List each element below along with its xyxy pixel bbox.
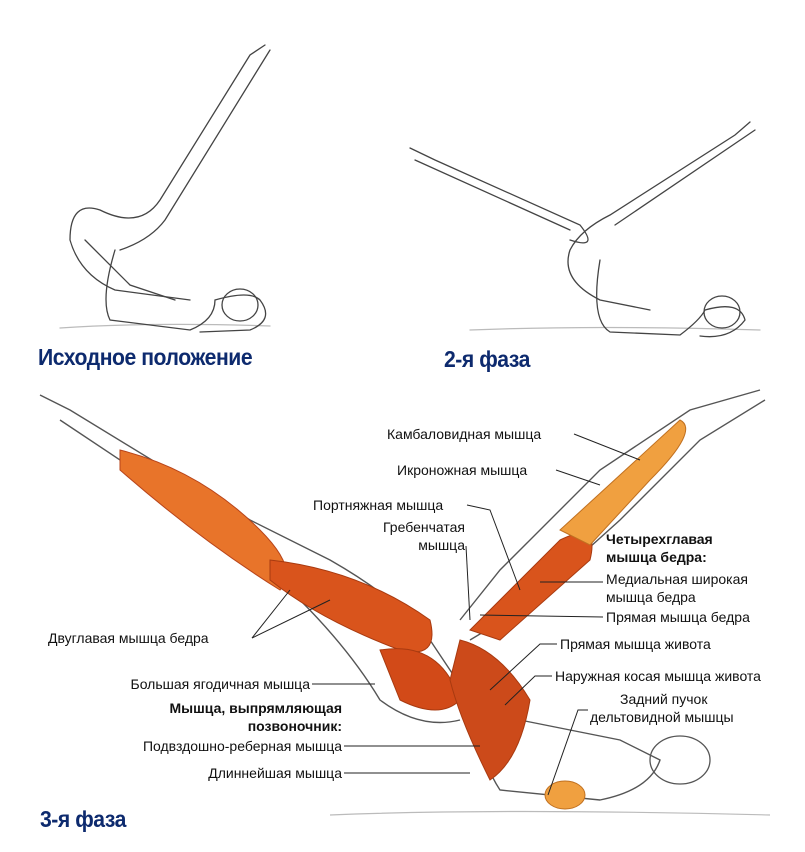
label-biceps-femoris: Двуглавая мышца бедра — [48, 630, 209, 646]
label-erector-line2: позвоночник: — [247, 718, 342, 734]
label-iliocostalis: Подвздошно-реберная мышца — [142, 738, 342, 754]
label-erector-spinae: Мышца, выпрямляющая позвоночник: — [60, 699, 343, 735]
label-external-oblique: Наружная косая мышца живота — [555, 668, 761, 684]
muscle-quadriceps — [469, 532, 593, 641]
label-erector-line1: Мышца, выпрямляющая — [169, 700, 343, 716]
muscle-calf — [559, 419, 687, 546]
label-gastrocnemius: Икроножная мышца — [397, 462, 528, 478]
muscle-gluteus — [379, 648, 461, 711]
leader-lines — [251, 433, 641, 796]
figure-start-position — [59, 44, 271, 333]
label-deltoid-line2: дельтовидной мышцы — [590, 709, 734, 725]
label-quadriceps: Четырехглавая мышца бедра: — [606, 530, 713, 566]
label-vastus-medialis: Медиальная широкая мышца бедра — [606, 570, 748, 606]
head-outline — [649, 735, 711, 785]
figure-phase-2 — [409, 121, 761, 338]
label-pectineus: Гребенчатая мышца — [315, 518, 465, 554]
label-vastus-line1: Медиальная широкая — [606, 571, 748, 587]
label-sartorius: Портняжная мышца — [313, 497, 444, 513]
label-vastus-line2: мышца бедра — [606, 589, 696, 605]
label-deltoid-line1: Задний пучок — [620, 691, 708, 707]
caption-phase-2: 2-я фаза — [444, 346, 530, 372]
muscle-deltoid — [544, 780, 586, 810]
caption-start-position: Исходное положение — [38, 344, 253, 370]
muscle-thigh — [269, 559, 433, 653]
muscle-hamstring-upper — [119, 449, 288, 591]
label-pectineus-line2: мышца — [418, 537, 465, 553]
label-quadriceps-line1: Четырехглавая — [606, 531, 713, 547]
label-gluteus-maximus: Большая ягодичная мышца — [130, 676, 310, 692]
caption-phase-3: 3-я фаза — [40, 806, 126, 832]
label-pectineus-line1: Гребенчатая — [383, 519, 465, 535]
label-soleus: Камбаловидная мышца — [387, 426, 542, 442]
label-rectus-femoris: Прямая мышца бедра — [606, 609, 750, 625]
muscle-abdominal — [449, 639, 531, 781]
label-quadriceps-line2: мышца бедра: — [606, 549, 707, 565]
label-posterior-deltoid: Задний пучок дельтовидной мышцы — [590, 690, 734, 726]
figure-phase-3 — [39, 389, 771, 816]
label-longissimus: Длиннейшая мышца — [208, 765, 342, 781]
label-rectus-abdominis: Прямая мышца живота — [560, 636, 711, 652]
